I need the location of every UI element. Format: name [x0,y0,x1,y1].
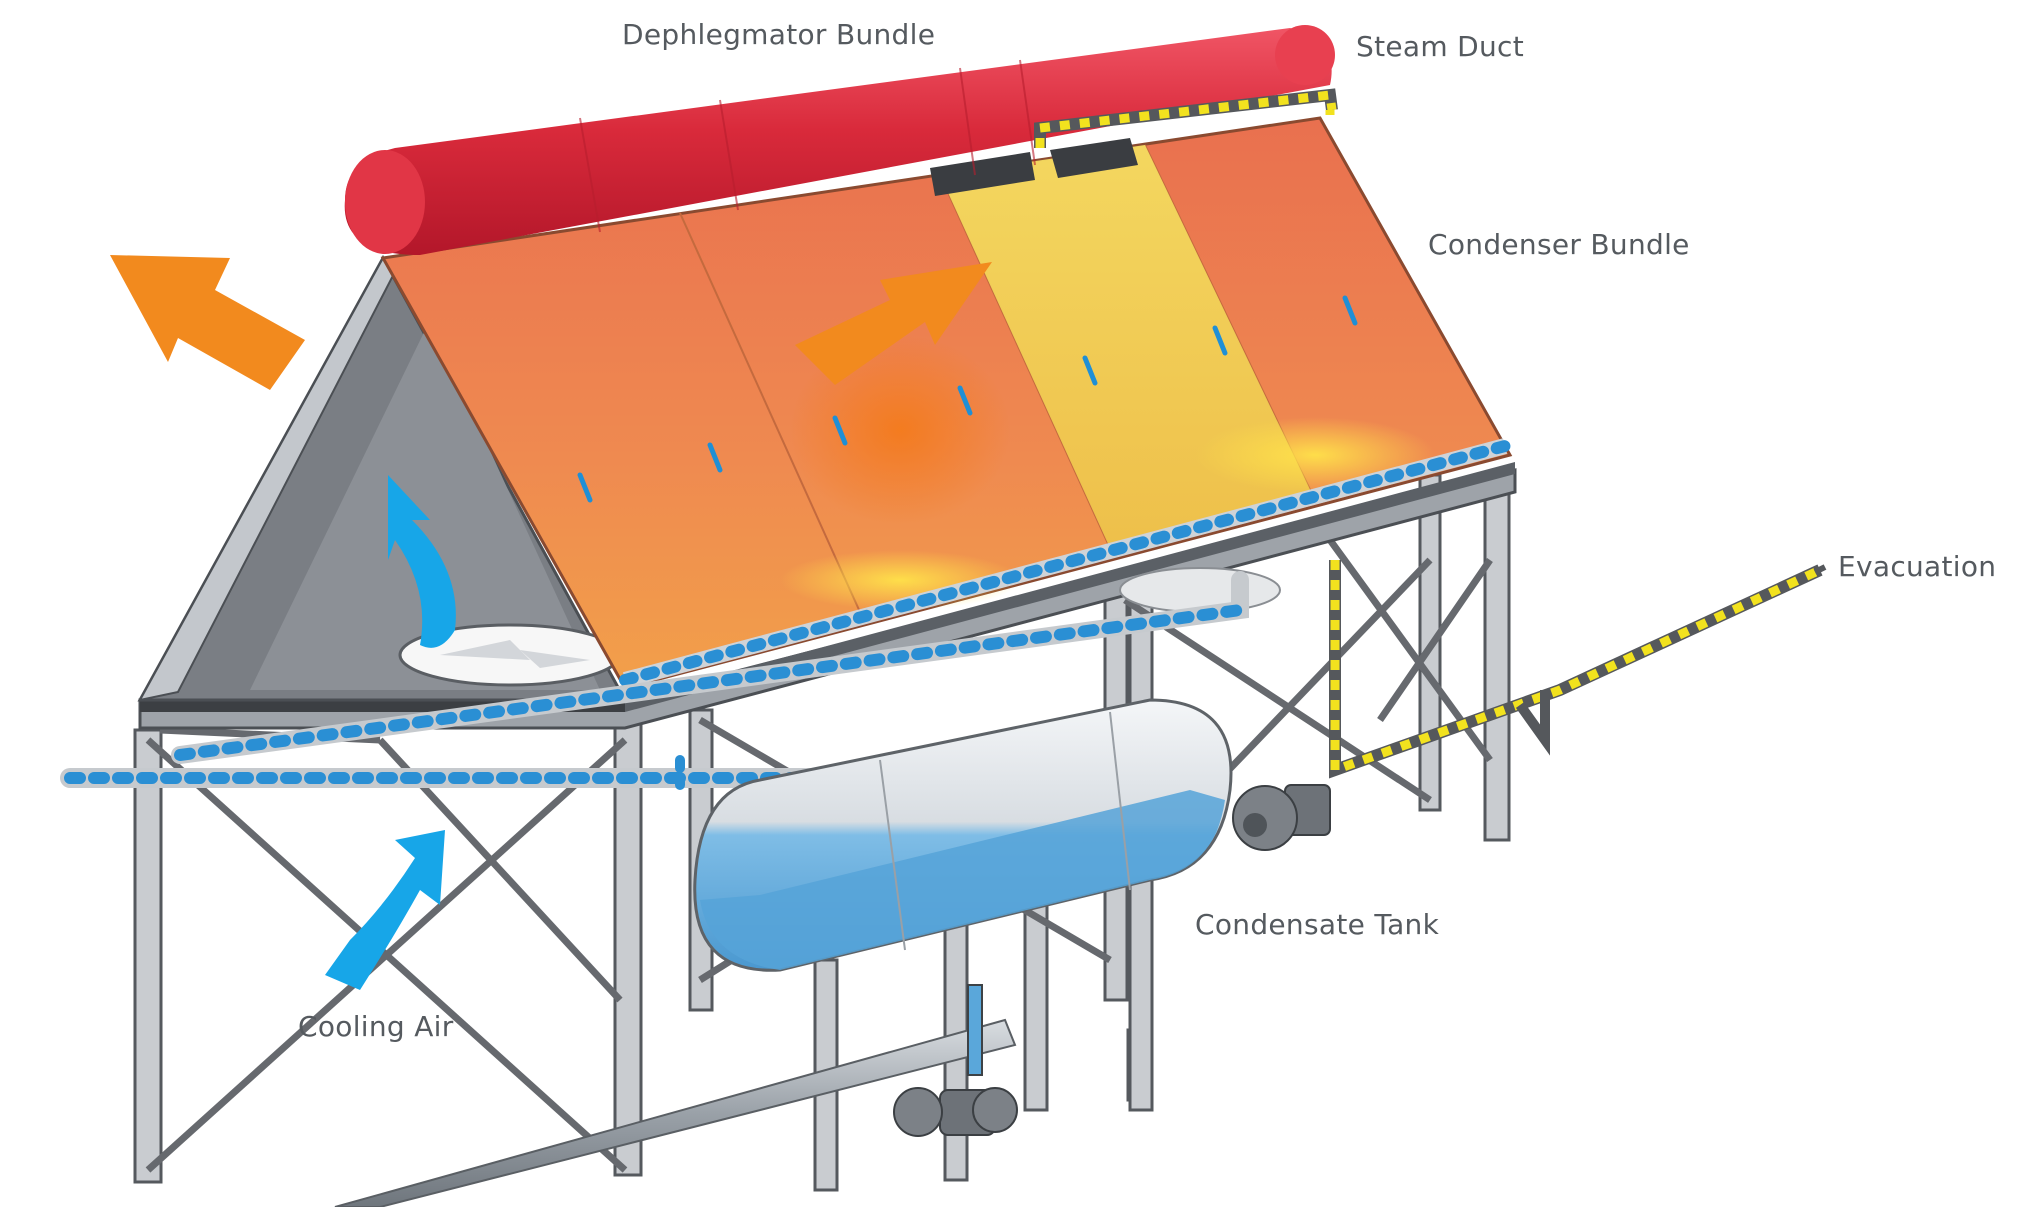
label-evacuation: Evacuation [1838,550,1997,583]
hot-air-arrow-icon [110,255,992,390]
cooling-air-arrow-icon [325,475,456,990]
label-condenser-bundle: Condenser Bundle [1428,228,1690,261]
condenser-bundle [380,116,1513,690]
end-wall [137,254,628,702]
evacuation-line [1034,88,1823,779]
steam-duct [344,25,1335,255]
label-steam-duct: Steam Duct [1356,30,1524,63]
label-condensate-tank: Condensate Tank [1195,908,1440,941]
label-cooling-air: Cooling Air [298,1010,454,1043]
duct-inlet [930,138,1138,196]
label-dephlegmator-bundle: Dephlegmator Bundle [622,18,936,51]
condensate-tank [693,698,1233,1076]
main-pipe [334,1018,1017,1207]
pump-icon [893,784,1331,1137]
